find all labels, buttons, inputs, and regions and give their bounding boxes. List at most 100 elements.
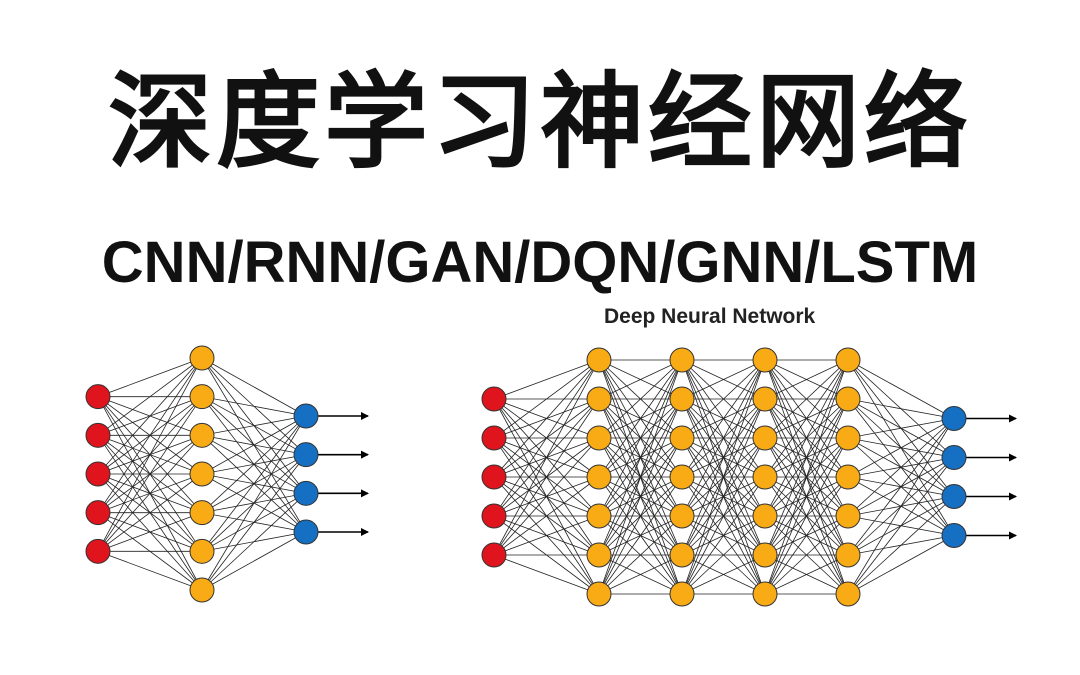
hidden-node — [586, 425, 612, 451]
connection-line — [201, 531, 307, 591]
connection-line — [598, 515, 683, 595]
connection-line — [847, 398, 955, 419]
connection-line — [847, 457, 955, 595]
input-node — [85, 461, 111, 487]
connection-line — [493, 554, 600, 595]
hidden-node — [189, 345, 215, 371]
connection-line — [493, 359, 600, 478]
output-node — [293, 480, 319, 506]
connection-line — [493, 476, 600, 556]
hidden-node — [189, 577, 215, 603]
deep-network — [481, 347, 1017, 607]
input-node — [481, 503, 507, 529]
connection-line — [847, 418, 955, 556]
hidden-node — [189, 384, 215, 410]
connection-line — [97, 357, 203, 513]
connection-line — [681, 359, 766, 556]
subtitle-architectures: CNN/RNN/GAN/DQN/GNN/LSTM — [101, 230, 979, 295]
connection-line — [847, 418, 955, 517]
hidden-node — [835, 581, 861, 607]
connection-line — [598, 359, 683, 478]
connection-line — [764, 359, 849, 400]
connection-line — [97, 512, 203, 552]
connection-line — [598, 359, 683, 439]
connection-line — [598, 554, 683, 595]
connection-line — [764, 398, 849, 595]
hidden-node — [752, 347, 778, 373]
connection-line — [764, 359, 849, 556]
connection-line — [201, 415, 307, 436]
output-node — [941, 445, 967, 470]
connection-line — [764, 476, 849, 595]
connection-line — [598, 398, 683, 595]
connection-line — [493, 359, 600, 400]
input-node — [481, 386, 507, 412]
connection-line — [201, 357, 307, 417]
hidden-node — [586, 347, 612, 373]
connection-line — [97, 357, 203, 398]
hidden-node — [752, 503, 778, 529]
connection-line — [681, 359, 766, 517]
connection-line — [493, 359, 600, 439]
hidden-node — [189, 538, 215, 564]
connection-line — [493, 359, 600, 517]
hidden-node — [189, 422, 215, 448]
connection-line — [847, 418, 955, 595]
connection-line — [764, 359, 849, 439]
connection-line — [681, 554, 766, 595]
connection-line — [493, 437, 600, 556]
hidden-node — [752, 464, 778, 490]
output-node — [941, 406, 967, 431]
connection-line — [97, 357, 203, 436]
input-node — [85, 384, 111, 410]
hidden-node — [669, 542, 695, 568]
connection-line — [97, 550, 203, 591]
connection-line — [97, 396, 203, 552]
connection-line — [764, 359, 849, 517]
output-node — [941, 523, 967, 548]
connection-line — [201, 415, 307, 591]
connection-line — [764, 554, 849, 595]
connection-line — [493, 515, 600, 556]
connection-line — [201, 396, 307, 417]
connection-line — [598, 359, 683, 595]
connection-line — [598, 476, 683, 595]
hidden-node — [835, 386, 861, 412]
shallow-network — [85, 345, 369, 603]
connection-line — [97, 473, 203, 552]
input-node — [85, 538, 111, 564]
connection-line — [764, 359, 849, 478]
input-node — [85, 500, 111, 526]
connection-line — [201, 415, 307, 513]
connection-line — [201, 415, 307, 475]
connection-line — [847, 418, 955, 478]
input-node — [481, 542, 507, 568]
connection-line — [598, 359, 683, 517]
hidden-node — [669, 503, 695, 529]
hidden-node — [189, 500, 215, 526]
hidden-node — [586, 542, 612, 568]
connection-line — [681, 515, 766, 595]
connection-line — [201, 415, 307, 552]
main-title: 深度学习神经网络 — [107, 61, 972, 183]
hidden-node — [669, 464, 695, 490]
hidden-node — [669, 581, 695, 607]
connection-line — [764, 359, 849, 595]
connection-line — [681, 359, 766, 595]
connection-line — [201, 493, 307, 591]
connection-line — [493, 398, 600, 556]
deep-network-caption: Deep Neural Network — [604, 305, 816, 328]
hidden-node — [586, 464, 612, 490]
connection-line — [598, 437, 683, 595]
connection-line — [681, 359, 766, 400]
connection-line — [681, 437, 766, 595]
connection-line — [493, 359, 600, 556]
connection-line — [847, 359, 955, 419]
connection-line — [847, 535, 955, 595]
connection-line — [764, 515, 849, 595]
output-node — [293, 519, 319, 545]
input-node — [481, 464, 507, 490]
input-node — [481, 425, 507, 451]
connection-line — [847, 418, 955, 439]
